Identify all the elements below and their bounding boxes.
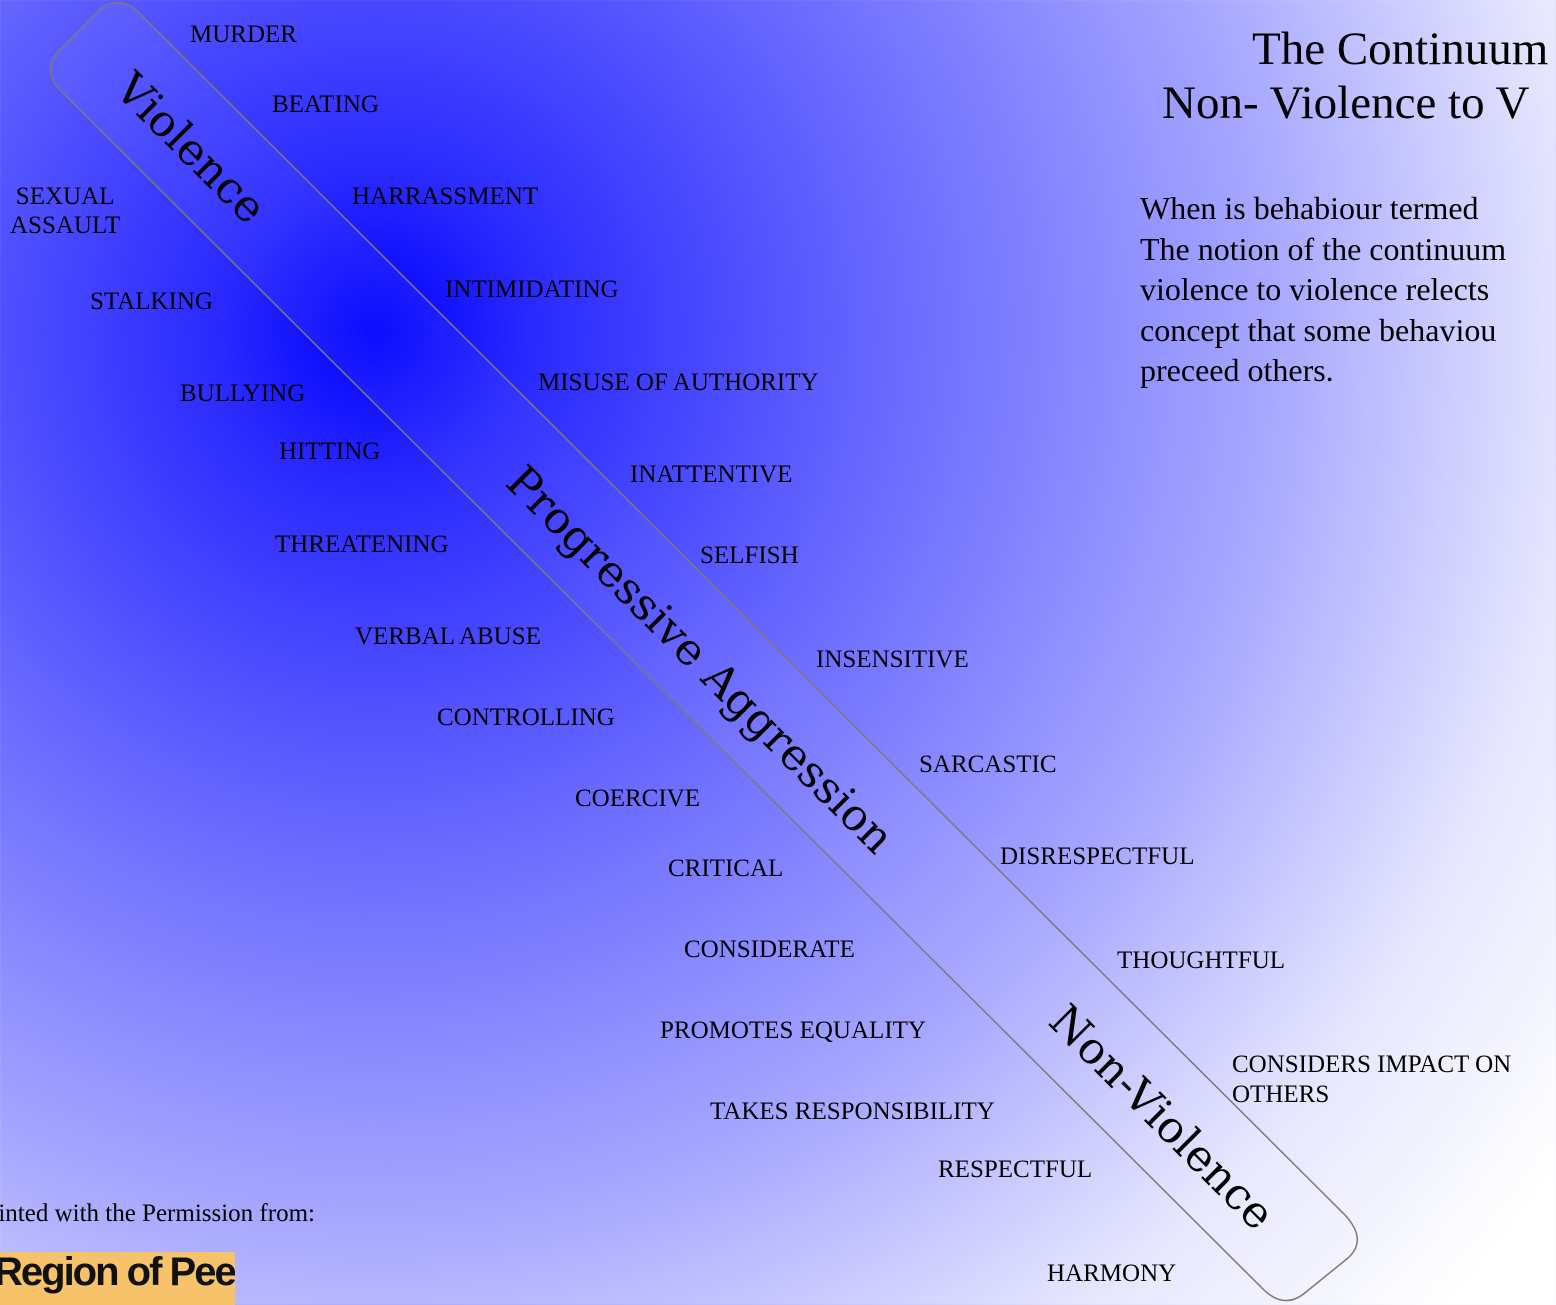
behaviour-sexual-assault: SEXUAL ASSAULT [10, 182, 120, 240]
title-line-1: The Continuum [1252, 23, 1549, 75]
paragraph-line: The notion of the continuum [1140, 230, 1507, 267]
behaviour-stalking: STALKING [90, 288, 213, 315]
behaviour-takes-responsibility: TAKES RESPONSIBILITY [710, 1098, 995, 1125]
behaviour-sarcastic: SARCASTIC [919, 751, 1057, 778]
behaviour-bullying: BULLYING [180, 380, 306, 407]
behaviour-promotes-equality: PROMOTES EQUALITY [660, 1017, 926, 1044]
behaviour-controlling: CONTROLLING [437, 704, 615, 731]
description-paragraph: When is behabiour termed The notion of t… [1140, 188, 1556, 391]
behaviour-considerate: CONSIDERATE [684, 936, 855, 963]
behaviour-murder: MURDER [190, 21, 297, 48]
behaviour-respectful: RESPECTFUL [938, 1156, 1093, 1183]
paragraph-line: concept that some behaviou [1140, 311, 1497, 348]
behaviour-hitting: HITTING [279, 438, 381, 465]
behaviour-beating: BEATING [272, 91, 379, 118]
paragraph-line: preceed others. [1140, 352, 1334, 388]
permission-note: rinted with the Permission from: [0, 1200, 315, 1227]
behaviour-disrespectful: DISRESPECTFUL [1000, 843, 1195, 870]
behaviour-considers-impact: CONSIDERS IMPACT ON OTHERS [1232, 1050, 1511, 1110]
behaviour-line: CONSIDERS IMPACT ON [1232, 1051, 1512, 1078]
paragraph-line: When is behabiour termed [1140, 190, 1479, 226]
behaviour-selfish: SELFISH [700, 542, 799, 569]
behaviour-line: OTHERS [1232, 1081, 1330, 1108]
paragraph-line: violence to violence relects [1140, 271, 1490, 307]
region-of-peel-logo: Region of Peel [0, 1252, 235, 1305]
behaviour-harrassment: HARRASSMENT [352, 183, 539, 210]
behaviour-insensitive: INSENSITIVE [816, 646, 969, 673]
behaviour-harmony: HARMONY [1047, 1260, 1177, 1287]
behaviour-coercive: COERCIVE [575, 785, 700, 812]
logo-text: Region of Peel [0, 1252, 235, 1294]
behaviour-inattentive: INATTENTIVE [630, 461, 793, 488]
behaviour-line: SEXUAL [15, 183, 115, 210]
behaviour-threatening: THREATENING [275, 531, 449, 558]
behaviour-critical: CRITICAL [668, 855, 784, 882]
title-line-2: Non- Violence to V [1162, 77, 1530, 129]
behaviour-intimidating: INTIMIDATING [445, 276, 619, 303]
behaviour-line: ASSAULT [10, 212, 121, 239]
behaviour-thoughtful: THOUGHTFUL [1117, 947, 1286, 974]
behaviour-verbal-abuse: VERBAL ABUSE [355, 623, 541, 650]
behaviour-misuse-of-authority: MISUSE OF AUTHORITY [538, 369, 819, 396]
